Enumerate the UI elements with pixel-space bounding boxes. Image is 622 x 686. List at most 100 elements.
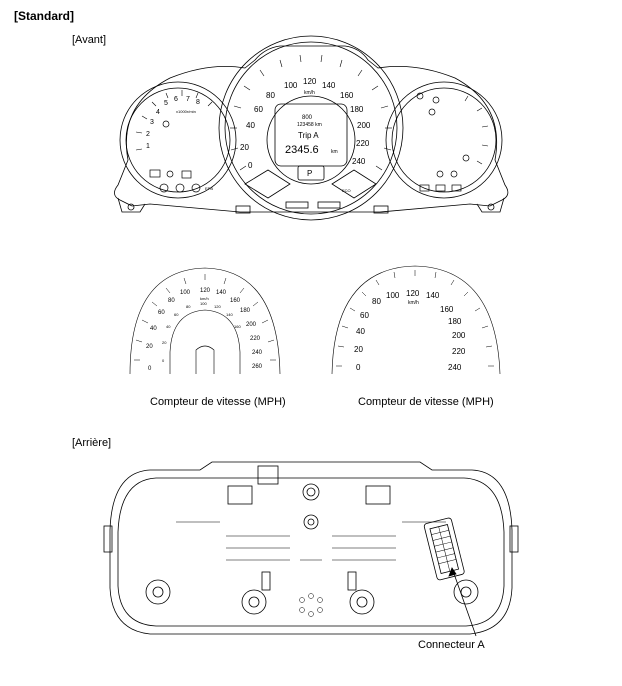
rear-ribs: [176, 521, 446, 561]
left-mph-outer-160: 160: [230, 298, 241, 304]
fuel-bezel: [385, 81, 503, 199]
seatbelt-icon: [416, 92, 424, 100]
right-side-tab: [509, 525, 519, 553]
tacho-label-3: 3: [150, 119, 154, 126]
tacho-label-2: 2: [146, 131, 150, 138]
center-hole-grid: [299, 593, 323, 617]
right-mph-100: 100: [386, 291, 400, 300]
odo-sub-value: 123458 km: [297, 122, 322, 128]
far-left-socket-inner: [152, 586, 164, 598]
left-mph-outer-200: 200: [246, 322, 257, 328]
tacho-label-8: 8: [196, 99, 200, 106]
left-mph-outer-0: 0: [148, 366, 152, 372]
right-mph-outer-arc: [331, 265, 501, 375]
temp-icon: [462, 154, 470, 162]
speedo-bezel-outer: [218, 35, 404, 221]
left-warning-icons: [149, 120, 201, 193]
left-mph-outer-140: 140: [216, 290, 227, 296]
speedo-label-0: 0: [248, 161, 253, 170]
right-mph-unit: km/h: [408, 300, 419, 306]
parking-light-icon: [435, 184, 446, 192]
left-mph-outer-100: 100: [180, 290, 191, 296]
trip-label: Trip A: [298, 131, 319, 140]
highbeam-icon: [419, 184, 430, 192]
connector-a-pin-rows: [431, 526, 457, 572]
light-icon: [428, 108, 436, 116]
eco-label: ECO: [342, 188, 351, 193]
odo-value: 800: [302, 115, 313, 121]
connector-a-leader: [451, 567, 477, 637]
fuel-bezel-inner: [391, 87, 497, 193]
left-socket-bottom: [241, 589, 267, 615]
speedo-ticks: [230, 54, 392, 171]
left-mph-inner-40: 40: [166, 324, 171, 329]
right-mph-20: 20: [354, 345, 363, 354]
tacho-label-6: 6: [174, 96, 178, 103]
right-mph-240: 240: [448, 363, 462, 372]
right-mph-60: 60: [360, 311, 369, 320]
left-mph-outer-120: 120: [200, 288, 211, 294]
far-left-socket: [145, 579, 171, 605]
tacho-label-4: 4: [156, 109, 160, 116]
tacho-unit-label: x1000r/min: [176, 109, 196, 114]
speedo-label-240: 240: [352, 157, 366, 166]
left-mph-unit: km/h: [200, 296, 209, 301]
left-mph-outer-20: 20: [146, 344, 153, 350]
right-warning-icons: [416, 92, 470, 192]
right-mph-0: 0: [356, 363, 361, 372]
left-mount-hole: [127, 203, 135, 211]
top-clip-left: [227, 485, 253, 505]
left-mph-outer-arc: [129, 267, 281, 375]
center-post-mid-inner: [307, 518, 315, 526]
lcd-labels: 800 123458 km Trip A 2345.6 km P ECO: [285, 115, 351, 193]
rear-view-label: [Arrière]: [72, 437, 112, 449]
bottom-tab-1: [235, 205, 251, 214]
left-mph-inner-20: 20: [162, 340, 167, 345]
left-mph-inner-120: 120: [214, 304, 221, 309]
tacho-label-5: 5: [164, 100, 168, 107]
right-mph-180: 180: [448, 317, 462, 326]
tacho-label-1: 1: [146, 143, 150, 150]
brake-icon: [159, 183, 169, 193]
top-connector-small: [257, 465, 279, 485]
left-mph-inner-100: 100: [200, 301, 207, 306]
tacho-label-7: 7: [186, 96, 190, 103]
lower-right-indicator-panel: [331, 169, 377, 199]
speedo-label-40: 40: [246, 121, 255, 130]
connector-a-body: [423, 517, 465, 581]
speedo-label-220: 220: [356, 139, 370, 148]
section-title: [Standard]: [14, 9, 74, 23]
right-mph-120: 120: [406, 289, 420, 298]
tacho-bezel: [119, 81, 237, 199]
lower-left-indicator-panel: [244, 169, 291, 199]
oil-icon: [166, 170, 174, 178]
speedo-display-ring: [266, 95, 356, 185]
door-icon: [181, 170, 192, 179]
right-mount-hole: [487, 203, 495, 211]
speedo-label-60: 60: [254, 105, 263, 114]
left-mph-inner-shape: [169, 309, 241, 374]
right-mph-200: 200: [452, 331, 466, 340]
battery-icon: [149, 169, 161, 178]
left-mph-ticks: [134, 274, 276, 361]
speedo-label-180: 180: [350, 105, 364, 114]
speedo-bezel: [224, 41, 398, 215]
right-mph-caption: Compteur de vitesse (MPH): [358, 396, 494, 408]
far-right-socket: [453, 579, 479, 605]
right-mph-140: 140: [426, 291, 440, 300]
left-mph-inner-60: 60: [174, 312, 179, 317]
right-socket-bottom: [349, 589, 375, 615]
speedo-label-20: 20: [240, 143, 249, 152]
right-stud: [347, 571, 357, 591]
left-mph-outer-220: 220: [250, 336, 261, 342]
left-mph-inner-140: 140: [226, 312, 233, 317]
left-side-tab: [103, 525, 113, 553]
right-mph-ticks: [336, 270, 494, 367]
engine-icon: [162, 120, 170, 128]
speed-unit-label: km/h: [304, 90, 315, 96]
abs-icon: [175, 183, 185, 193]
trip-value: 2345.6: [285, 144, 319, 156]
right-socket-bottom-inner: [356, 596, 368, 608]
